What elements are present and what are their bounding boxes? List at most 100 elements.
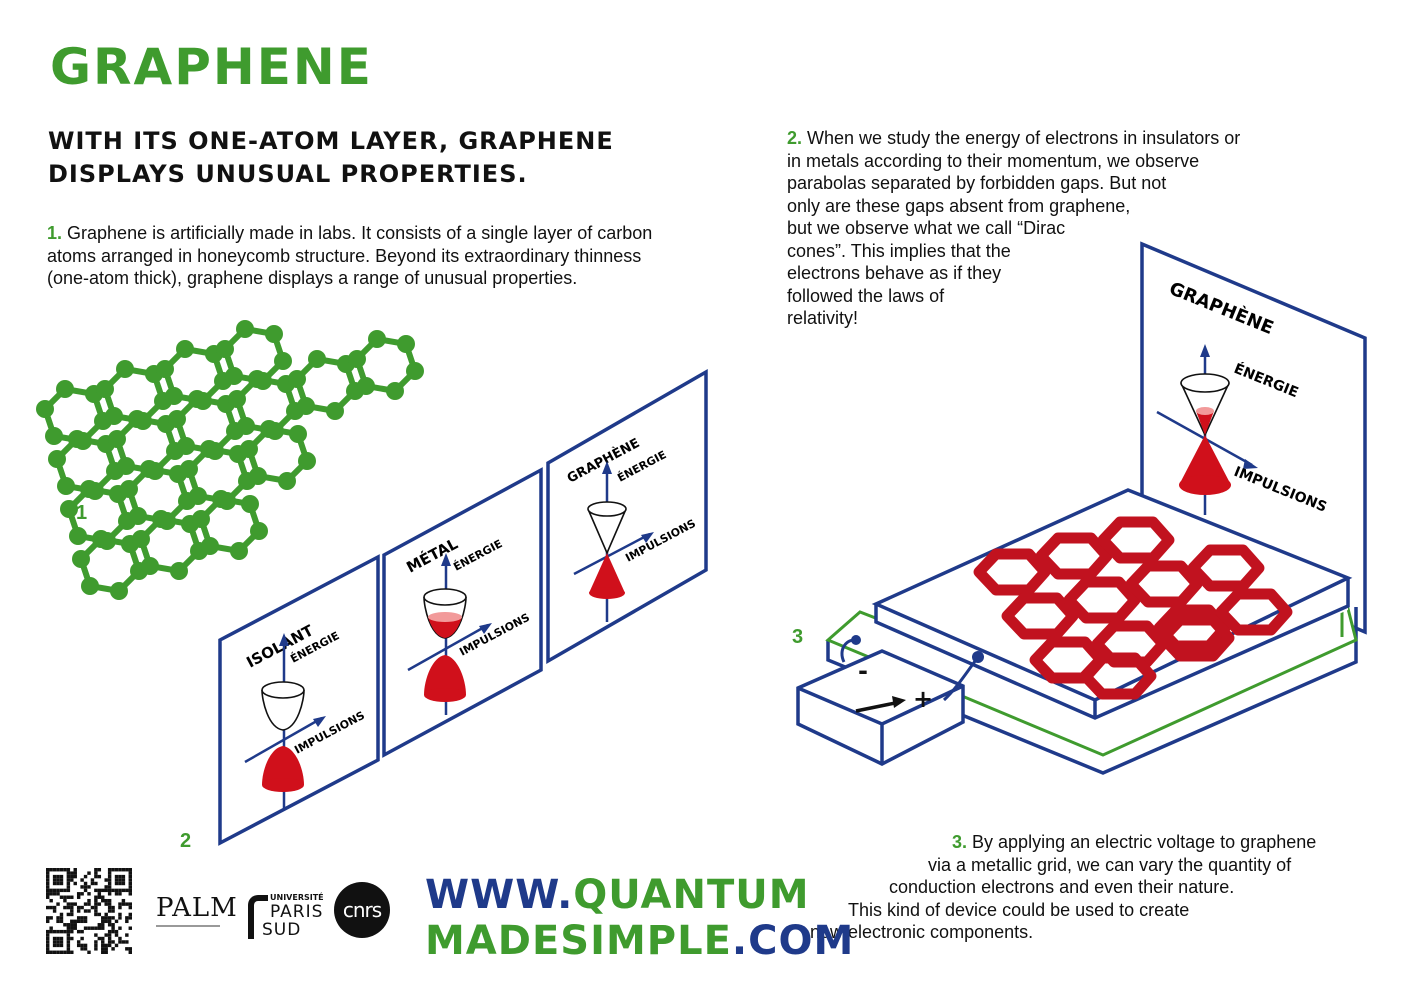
qr-module xyxy=(94,868,98,872)
carbon-atom xyxy=(250,522,268,540)
carbon-atom xyxy=(216,340,234,358)
qr-module xyxy=(118,916,122,920)
qr-module xyxy=(111,923,115,927)
carbon-atom xyxy=(180,460,198,478)
graphene-lattice xyxy=(36,320,424,600)
qr-module xyxy=(66,936,71,941)
qr-module xyxy=(59,868,64,872)
carbon-atom xyxy=(146,462,164,480)
qr-module xyxy=(59,919,64,924)
qr-module xyxy=(107,878,112,882)
qr-module xyxy=(114,881,119,886)
qr-module xyxy=(97,888,102,893)
device-lattice-hexagon xyxy=(1157,614,1235,662)
qr-module xyxy=(66,895,71,899)
qr-module xyxy=(66,950,71,954)
qr-module xyxy=(128,885,132,889)
qr-module xyxy=(70,926,74,930)
carbon-atom xyxy=(192,510,210,528)
carbon-atom xyxy=(406,362,424,380)
carbon-atom xyxy=(168,410,186,428)
qr-code-icon xyxy=(46,868,132,954)
qr-module xyxy=(76,905,81,910)
qr-module xyxy=(52,929,57,934)
device-lattice-hexagon xyxy=(1125,560,1203,608)
qr-module xyxy=(70,902,74,906)
qr-module xyxy=(104,902,108,906)
qr-module xyxy=(66,912,71,917)
section-2-line: When we study the energy of electrons in… xyxy=(807,128,1241,148)
qr-module xyxy=(56,950,60,954)
carbon-atom xyxy=(108,430,126,448)
carbon-atom xyxy=(45,427,63,445)
qr-module xyxy=(128,902,132,906)
url-made: MADESIMPLE xyxy=(425,918,732,964)
qr-module xyxy=(83,919,88,924)
qr-module xyxy=(104,898,108,903)
qr-module xyxy=(101,888,105,893)
carbon-atom xyxy=(98,532,116,550)
qr-module xyxy=(118,912,122,917)
qr-module xyxy=(94,895,98,899)
carbon-atom xyxy=(265,325,283,343)
carbon-atom xyxy=(386,382,404,400)
qr-module xyxy=(111,916,115,920)
carbon-atom xyxy=(249,467,267,485)
qr-module xyxy=(46,950,50,954)
qr-module xyxy=(97,868,102,872)
carbon-atom xyxy=(117,457,135,475)
section-2-number: 2. xyxy=(787,128,803,148)
qr-module xyxy=(80,892,84,896)
carbon-atom xyxy=(298,452,316,470)
qr-module xyxy=(83,881,88,886)
carbon-atom xyxy=(177,437,195,455)
qr-module xyxy=(107,898,112,903)
qr-module xyxy=(46,881,50,886)
qr-module xyxy=(49,888,53,893)
qr-module xyxy=(49,926,53,930)
qr-module xyxy=(46,940,50,944)
qr-module xyxy=(66,902,71,906)
cnrs-logo: cnrs xyxy=(334,882,390,938)
qr-module xyxy=(70,936,74,941)
device-lattice-hexagon xyxy=(1035,532,1113,580)
carbon-atom xyxy=(228,390,246,408)
qr-module xyxy=(121,902,126,906)
website-url[interactable]: WWW.QUANTUM MADESIMPLE.COM xyxy=(425,872,854,964)
qr-module xyxy=(128,881,132,886)
qr-module xyxy=(118,936,122,941)
qr-module xyxy=(94,912,98,917)
carbon-atom xyxy=(357,377,375,395)
qr-module xyxy=(83,947,88,951)
qr-module xyxy=(83,909,88,913)
qr-module xyxy=(66,885,71,889)
qr-module xyxy=(107,905,112,910)
qr-module xyxy=(118,905,122,910)
qr-module xyxy=(56,892,60,896)
qr-module xyxy=(83,888,88,893)
qr-module xyxy=(46,871,50,875)
qr-module xyxy=(118,881,122,886)
marker-3: 3 xyxy=(792,626,804,648)
carbon-atom xyxy=(36,400,54,418)
qr-module xyxy=(97,912,102,917)
qr-module xyxy=(118,892,122,896)
qr-module xyxy=(49,950,53,954)
qr-module xyxy=(70,950,74,954)
qr-module xyxy=(104,912,108,917)
qr-module xyxy=(107,902,112,906)
qr-module xyxy=(80,929,84,934)
qr-module xyxy=(114,874,119,879)
qr-module xyxy=(94,926,98,930)
page-subtitle: WITH ITS ONE-ATOM LAYER, GRAPHENE DISPLA… xyxy=(48,127,614,188)
qr-module xyxy=(128,926,132,930)
qr-module xyxy=(56,940,60,944)
qr-module xyxy=(94,909,98,913)
carbon-atom xyxy=(237,417,255,435)
carbon-atom xyxy=(57,477,75,495)
qr-module xyxy=(76,909,81,913)
qr-module xyxy=(52,943,57,948)
qr-module xyxy=(118,878,122,882)
